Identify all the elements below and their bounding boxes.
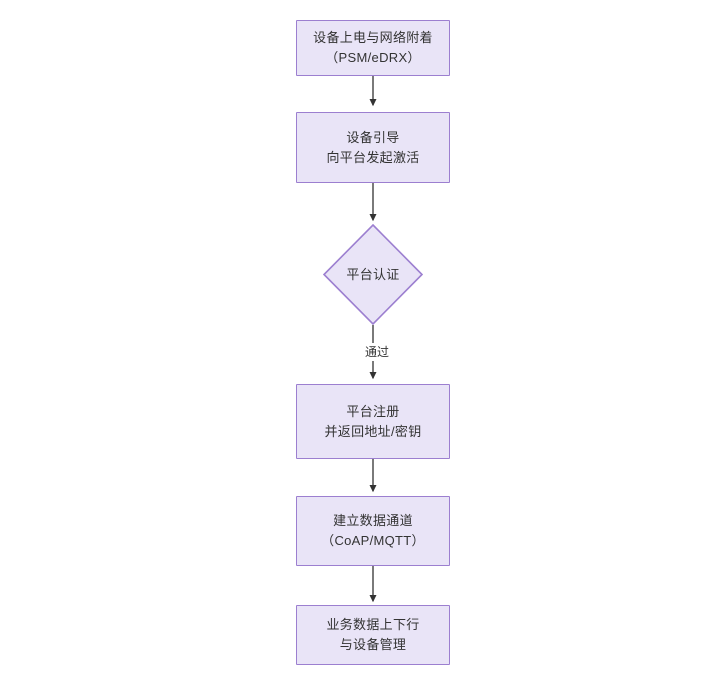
node-label: 设备引导 向平台发起激活 — [326, 129, 420, 165]
edge-label-pass: 通过 — [355, 343, 399, 361]
node-device-bootstrap[interactable]: 设备引导 向平台发起激活 — [296, 112, 450, 183]
node-establish-data-channel[interactable]: 建立数据通道 （CoAP/MQTT） — [296, 496, 450, 566]
node-label: 建立数据通道 （CoAP/MQTT） — [321, 513, 425, 548]
node-business-data-and-device-management[interactable]: 业务数据上下行 与设备管理 — [296, 605, 450, 665]
node-label: 平台认证 — [346, 266, 400, 282]
node-label: 业务数据上下行 与设备管理 — [326, 617, 420, 652]
node-label: 平台注册 并返回地址/密钥 — [324, 403, 422, 439]
node-platform-registration[interactable]: 平台注册 并返回地址/密钥 — [296, 384, 450, 459]
diamond-shape — [323, 224, 423, 325]
node-label: 设备上电与网络附着 （PSM/eDRX） — [313, 30, 433, 65]
node-device-power-on[interactable]: 设备上电与网络附着 （PSM/eDRX） — [296, 20, 450, 76]
node-platform-authentication[interactable]: 平台认证 — [323, 224, 423, 325]
